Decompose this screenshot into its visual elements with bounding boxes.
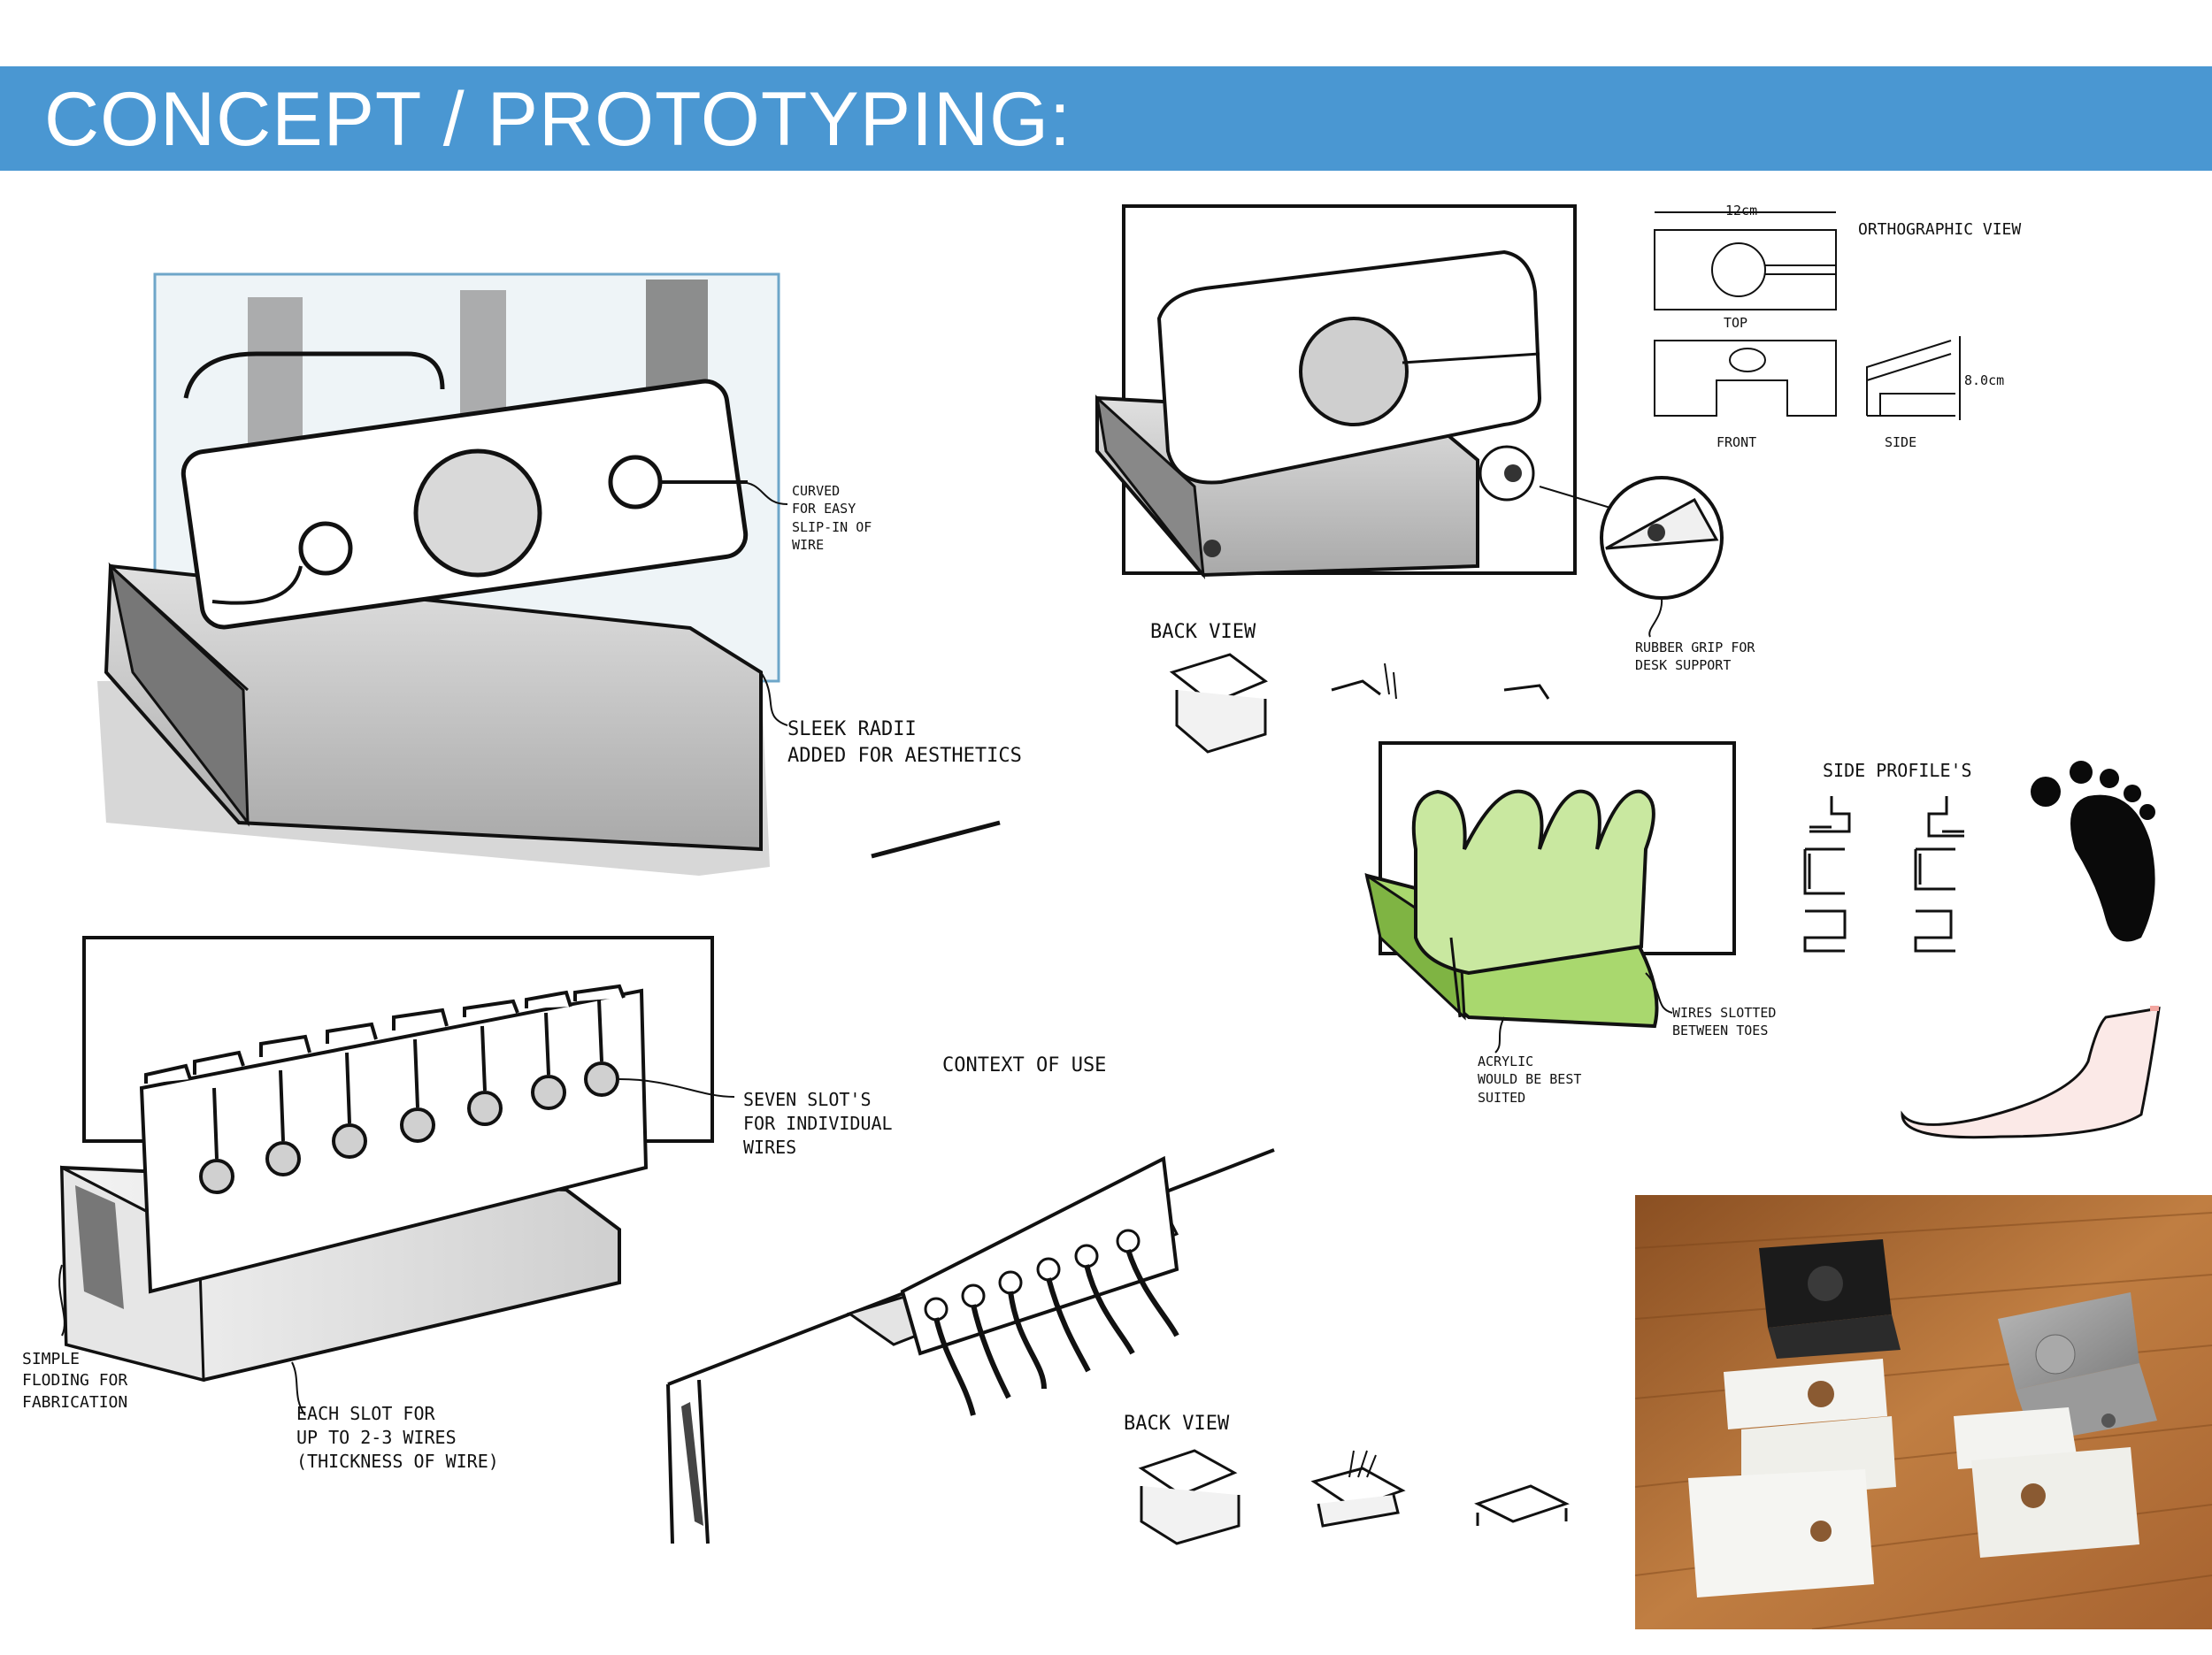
note-side-profiles: Side Profile's [1823,760,1972,781]
context-of-use-sketch [666,1148,1570,1545]
prototype-photo-art [1635,1195,2212,1629]
note-seven-slots: Seven slot's for individual wires [743,1089,893,1158]
label-top: TOP [1724,315,1748,331]
prototype-photo [1635,1195,2212,1629]
title-banner: CONCEPT / PROTOTYPING: [0,66,2212,171]
label-front: FRONT [1717,434,1757,450]
side-profiles-sketch [1803,796,1964,953]
ortho-title: Orthographic view [1858,220,2022,239]
stand-sketch-main [97,272,1001,876]
seven-slot-stand-sketch [58,936,735,1416]
note-sleek-radii: Sleek Radii added for Aesthetics [787,718,1022,767]
stand-sketch-grip [1094,204,1724,754]
foot-print-icon [2031,761,2155,942]
note-acrylic: Acrylic would be best suited [1478,1054,1582,1106]
label-side: SIDE [1885,434,1917,450]
page-title: CONCEPT / PROTOTYPING: [44,77,1071,162]
note-wires-toes: Wires slotted between toes [1672,1005,1777,1039]
note-curved: Curved for easy slip-in of wire [792,483,872,553]
dim-width: 12cm [1725,203,1758,218]
note-context-of-use: Context of Use [942,1054,1107,1077]
foot-side-sketch [1901,1006,2161,1139]
note-each-slot: Each slot for up to 2-3 wires (thickness… [296,1403,499,1472]
note-back-view-top: Back View [1150,621,1256,643]
dim-height: 8.0cm [1964,372,2005,388]
note-simple-folding: Simple floding for fabrication [22,1350,128,1412]
orthographic-view [1654,211,1961,420]
note-rubber-grip: Rubber grip for desk support [1635,640,1755,674]
toe-concept-sketch [1364,741,1736,1054]
note-back-view-bottom: Back View [1124,1413,1230,1435]
